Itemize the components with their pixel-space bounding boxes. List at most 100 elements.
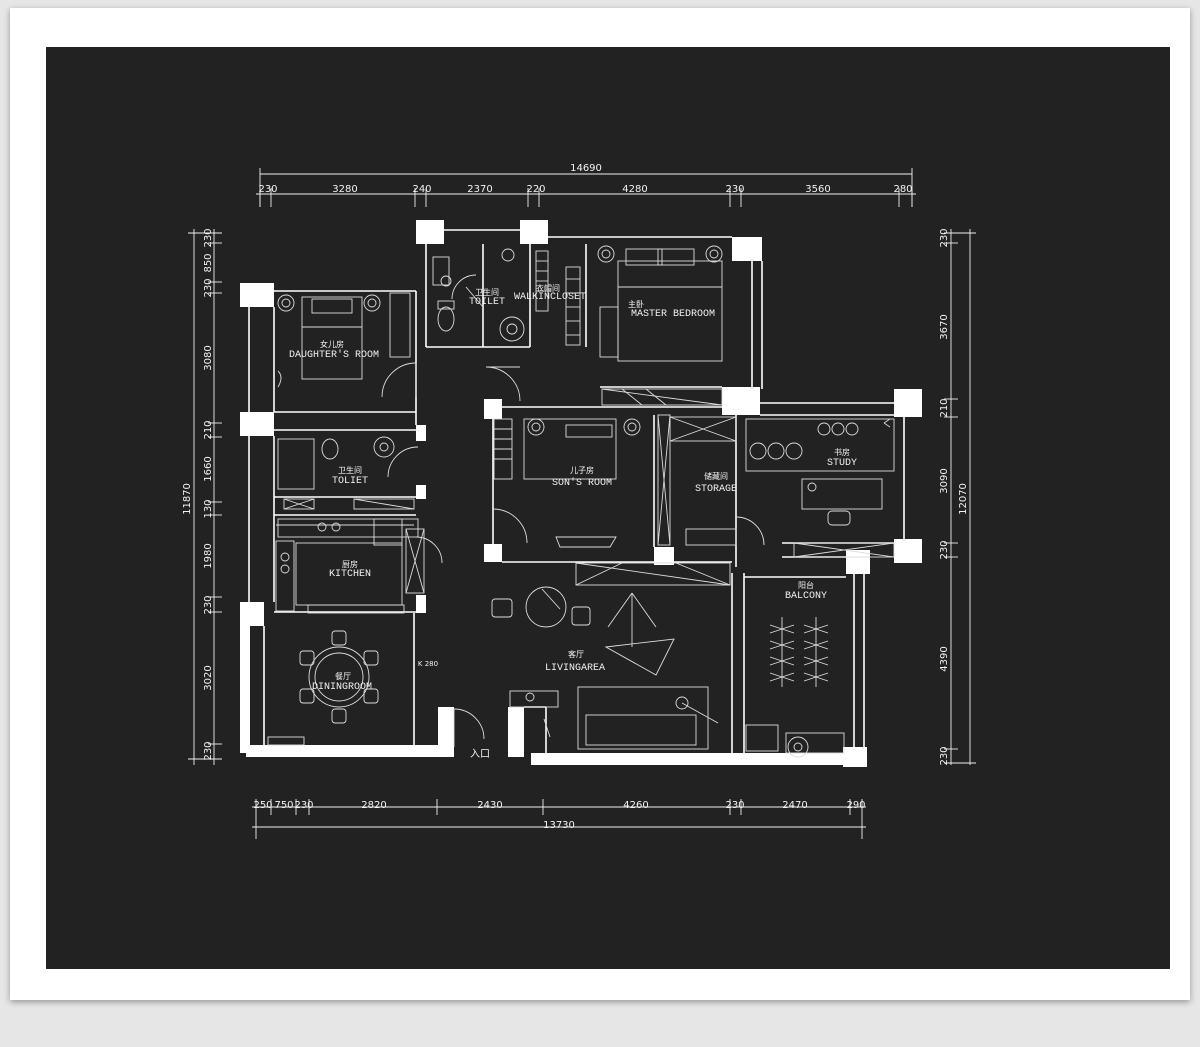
room-label-toilet-left: 卫生间 TOLIET bbox=[332, 465, 368, 487]
dim-left-seg: 3080 bbox=[203, 345, 214, 370]
room-label-study: 书房 STUDY bbox=[827, 447, 857, 469]
kitchen-fixtures bbox=[275, 518, 425, 614]
dim-bottom-seg: 4260 bbox=[623, 800, 648, 811]
dim-bottom-seg: 290 bbox=[846, 800, 865, 811]
room-en-label: TOLIET bbox=[332, 476, 368, 487]
dim-top-seg: 3560 bbox=[805, 184, 830, 195]
dim-left-seg: 230 bbox=[203, 741, 214, 760]
dim-right-seg: 230 bbox=[939, 540, 950, 559]
room-en-label: SON'S ROOM bbox=[552, 477, 612, 489]
room-en-label: TOILET bbox=[469, 297, 505, 308]
dim-left-seg: 230 bbox=[203, 228, 214, 247]
dim-bottom-total: 13730 bbox=[543, 820, 575, 831]
dim-top-seg: 4280 bbox=[622, 184, 647, 195]
room-cn-label: 餐厅 bbox=[335, 672, 351, 681]
room-cn-label: 储藏间 bbox=[704, 471, 728, 481]
floor-plan-canvas: 14690 230 3280 240 2370 220 4280 230 356… bbox=[46, 47, 1170, 969]
room-en-label: KITCHEN bbox=[329, 569, 371, 580]
dim-top-seg: 280 bbox=[893, 184, 912, 195]
room-en-label: MASTER BEDROOM bbox=[631, 309, 715, 320]
room-label-sons-room: 儿子房 SON'S ROOM bbox=[552, 465, 612, 489]
dim-bottom-seg: 230 bbox=[725, 800, 744, 811]
room-en-label: DININGROOM bbox=[312, 682, 372, 693]
room-cn-label: 衣帽间 bbox=[536, 283, 560, 293]
dim-right-segments: 230 3670 210 3090 230 4390 230 bbox=[939, 228, 950, 765]
room-en-label: STUDY bbox=[827, 458, 857, 469]
dim-right-seg: 3090 bbox=[939, 468, 950, 493]
room-cn-label: 厨房 bbox=[342, 559, 358, 569]
dim-bottom-seg: 230 bbox=[294, 800, 313, 811]
right-dimension-lines bbox=[944, 229, 976, 765]
dim-top-segments: 230 3280 240 2370 220 4280 230 3560 280 bbox=[258, 184, 912, 195]
room-label-kitchen: 厨房 KITCHEN bbox=[329, 559, 371, 580]
floor-plan-svg: 14690 230 3280 240 2370 220 4280 230 356… bbox=[182, 163, 976, 839]
dim-top-seg: 230 bbox=[258, 184, 277, 195]
sons-bed bbox=[493, 418, 641, 548]
dim-right-seg: 210 bbox=[939, 398, 950, 417]
room-cn-label: 书房 bbox=[834, 447, 850, 457]
room-label-toilet-top: 卫生间 TOILET bbox=[469, 287, 505, 308]
room-cn-label: 卫生间 bbox=[338, 465, 362, 475]
dim-bottom-seg: 250 bbox=[253, 800, 272, 811]
structural-walls bbox=[240, 220, 922, 767]
room-label-balcony: 阳台 BALCONY bbox=[785, 580, 827, 602]
room-cn-label: 女儿房 bbox=[320, 339, 344, 349]
study-furniture bbox=[745, 418, 895, 558]
dim-right-seg: 4390 bbox=[939, 646, 950, 671]
room-label-daughters-room: 女儿房 DAUGHTER'S ROOM bbox=[289, 339, 379, 361]
room-label-master-bedroom: 主卧 MASTER BEDROOM bbox=[628, 299, 715, 320]
room-label-dining-room: 餐厅 DININGROOM bbox=[312, 672, 372, 693]
room-cn-label: 阳台 bbox=[798, 580, 814, 590]
room-label-storage: 储藏间 STORAGE bbox=[695, 471, 737, 495]
top-dimension-lines bbox=[256, 168, 916, 207]
room-cn-label: 客厅 bbox=[568, 649, 584, 659]
dim-right-total: 12070 bbox=[958, 483, 969, 515]
bottom-dimension-lines bbox=[252, 799, 866, 839]
room-en-label: STORAGE bbox=[695, 484, 737, 495]
left-dimension-lines bbox=[188, 229, 222, 765]
dim-right-seg: 230 bbox=[939, 746, 950, 765]
dim-left-seg: 850 bbox=[203, 253, 214, 272]
room-en-label: BALCONY bbox=[785, 591, 827, 602]
balcony-fixtures bbox=[745, 617, 845, 758]
dim-bottom-seg: 2820 bbox=[361, 800, 386, 811]
dim-left-seg: 1980 bbox=[203, 543, 214, 568]
dim-bottom-seg: 750 bbox=[274, 800, 293, 811]
door-width-note: K 280 bbox=[418, 660, 438, 668]
room-en-label: LIVINGAREA bbox=[545, 663, 605, 674]
top-toilet-fixtures bbox=[432, 248, 525, 342]
dim-top-seg: 240 bbox=[412, 184, 431, 195]
dim-top-seg: 230 bbox=[725, 184, 744, 195]
dim-top-seg: 220 bbox=[526, 184, 545, 195]
walkin-closet-racks bbox=[535, 250, 581, 346]
dim-bottom-seg: 2430 bbox=[477, 800, 502, 811]
dim-left-total: 11870 bbox=[182, 483, 193, 515]
dim-left-seg: 230 bbox=[203, 278, 214, 297]
dining-table-set bbox=[267, 630, 379, 746]
room-cn-label: 儿子房 bbox=[570, 465, 594, 475]
dim-top-seg: 2370 bbox=[467, 184, 492, 195]
door-swings bbox=[381, 274, 765, 747]
dim-bottom-segments: 250 750 230 2820 2430 4260 230 2470 290 bbox=[253, 800, 865, 811]
room-cn-label: 卫生间 bbox=[475, 287, 499, 297]
dim-left-seg: 230 bbox=[203, 595, 214, 614]
room-cn-label: 主卧 bbox=[628, 299, 644, 309]
room-label-walkin-closet: 衣帽间 WALKINCLOSET bbox=[514, 283, 586, 303]
dim-left-segments: 230 850 230 3080 210 1660 130 1980 230 3… bbox=[203, 228, 214, 760]
dim-left-seg: 210 bbox=[203, 420, 214, 439]
room-label-living-area: 客厅 LIVINGAREA bbox=[545, 649, 605, 674]
dim-right-seg: 3670 bbox=[939, 314, 950, 339]
dim-left-seg: 3020 bbox=[203, 665, 214, 690]
dim-left-seg: 130 bbox=[203, 499, 214, 518]
daughters-bed bbox=[277, 292, 411, 388]
master-bed bbox=[597, 245, 723, 406]
print-frame: 14690 230 3280 240 2370 220 4280 230 356… bbox=[10, 8, 1190, 1000]
dim-top-seg: 3280 bbox=[332, 184, 357, 195]
room-en-label: WALKINCLOSET bbox=[514, 292, 586, 303]
dim-bottom-seg: 2470 bbox=[782, 800, 807, 811]
dim-right-seg: 230 bbox=[939, 228, 950, 247]
entrance-label: 入口 bbox=[470, 749, 490, 760]
dim-left-seg: 1660 bbox=[203, 456, 214, 481]
left-toilet-fixtures bbox=[276, 436, 415, 526]
dim-top-total: 14690 bbox=[570, 163, 602, 174]
